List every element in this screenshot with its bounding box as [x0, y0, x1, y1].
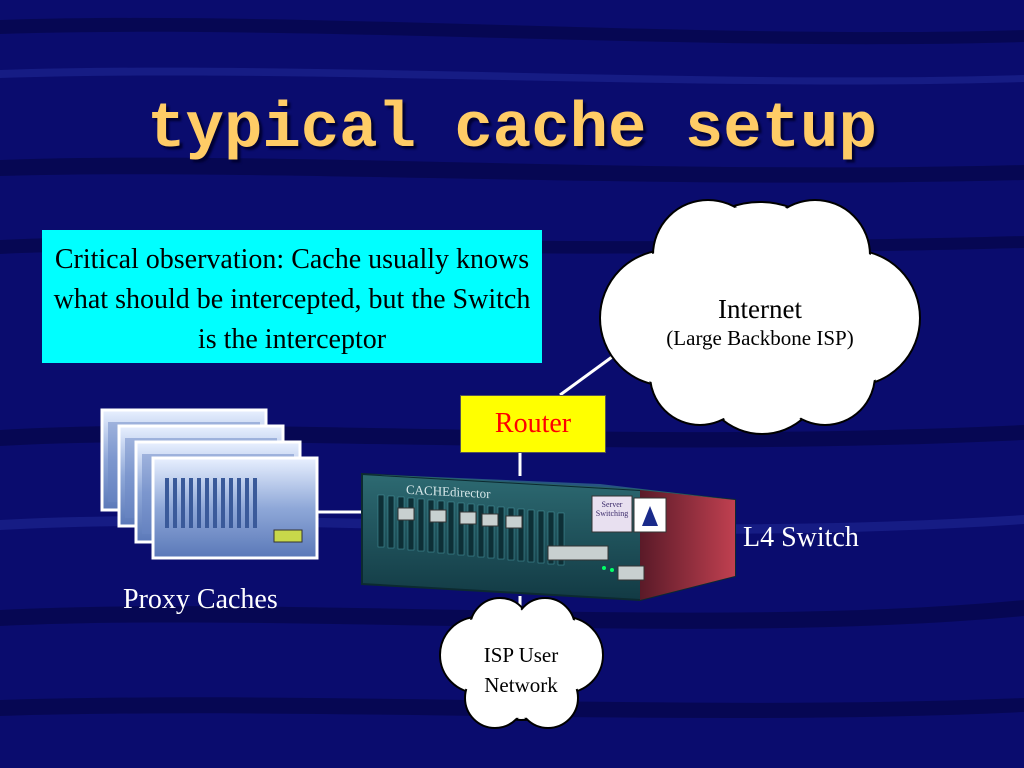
proxy-caches-label: Proxy Caches	[123, 584, 278, 615]
switch-badge-label: Server Switching	[595, 500, 629, 518]
router-label: Router	[494, 408, 572, 439]
switch-label: L4 Switch	[743, 522, 859, 553]
router-box: Router	[460, 395, 606, 453]
slide-title: typical cache setup	[147, 94, 877, 166]
observation-note: Critical observation: Cache usually know…	[42, 230, 542, 363]
link-router-internet	[559, 355, 613, 397]
isp-network-line1: ISP User	[483, 643, 559, 667]
isp-network-line2: Network	[484, 673, 558, 697]
internet-label: Internet (Large Backbone ISP)	[640, 294, 880, 352]
internet-title: Internet	[718, 294, 802, 324]
server-4	[151, 456, 319, 560]
isp-network-label: ISP User Network	[461, 640, 581, 700]
internet-subtitle: (Large Backbone ISP)	[666, 326, 854, 350]
